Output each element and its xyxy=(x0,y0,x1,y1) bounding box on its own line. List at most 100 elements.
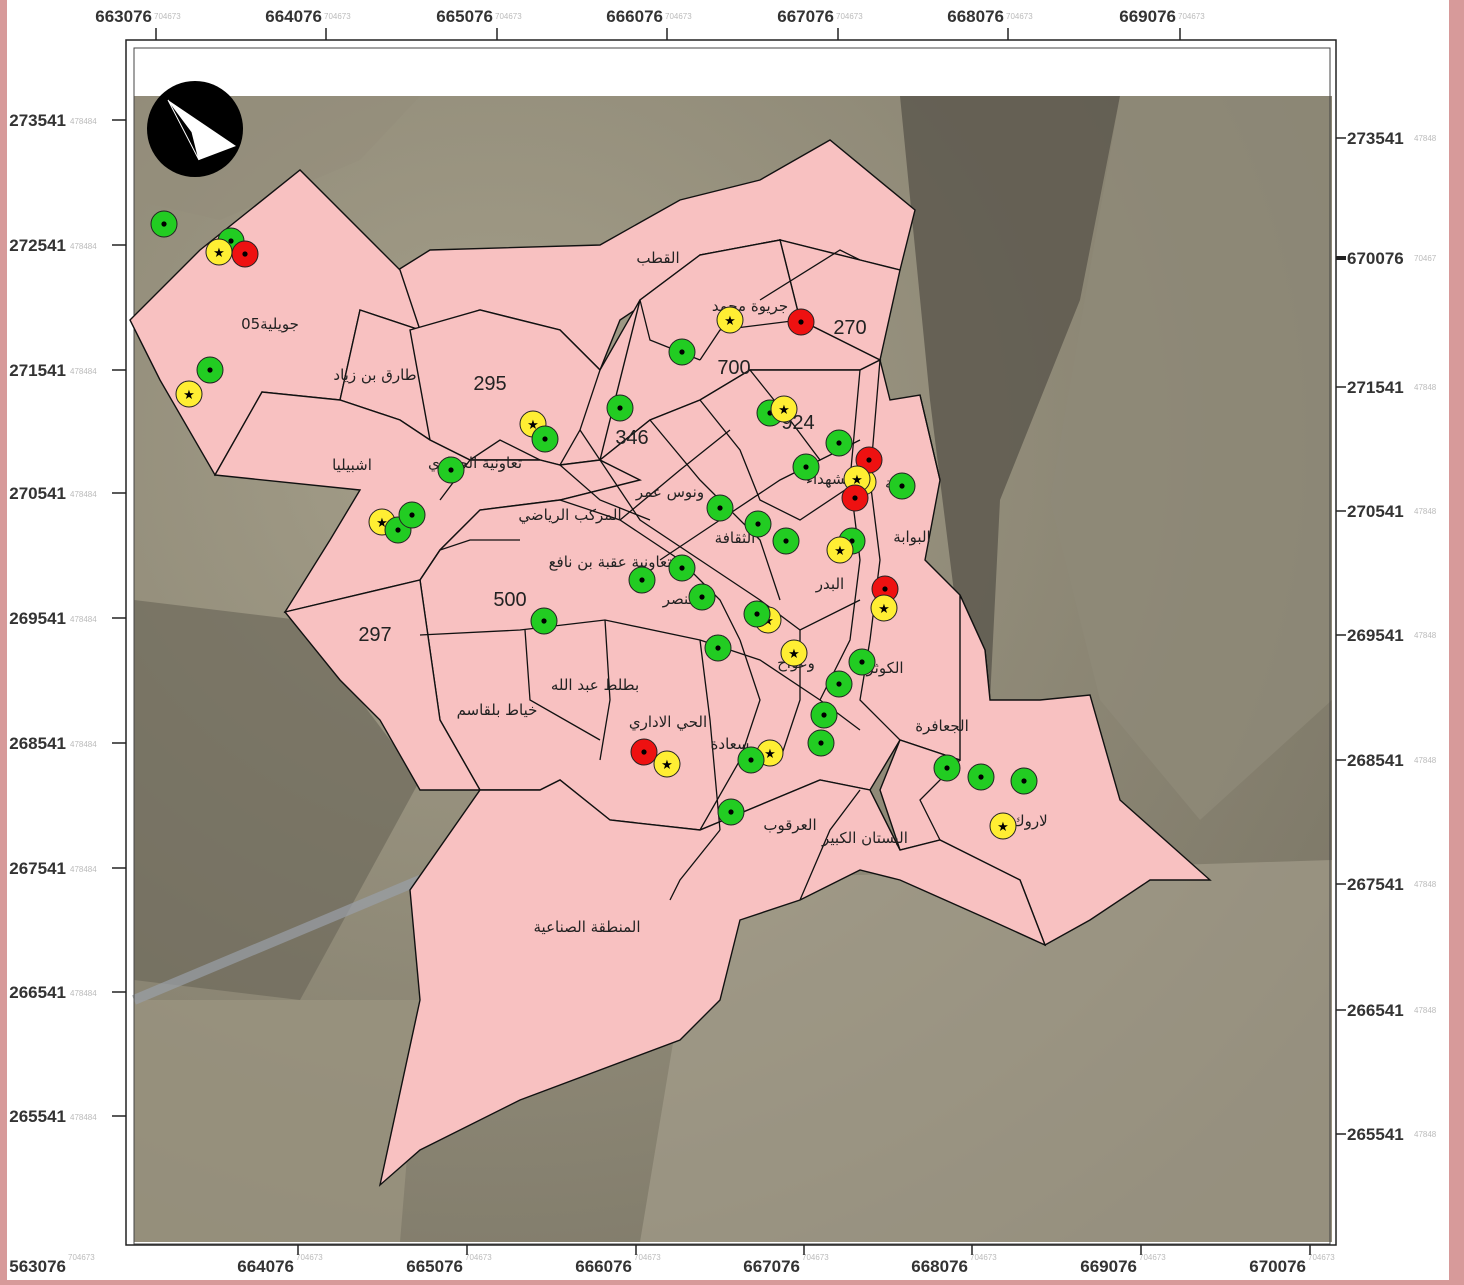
svg-text:★: ★ xyxy=(878,602,890,617)
marker-green[interactable] xyxy=(717,798,745,826)
axis-right-label: 273541 xyxy=(1347,129,1404,148)
marker-green[interactable] xyxy=(825,670,853,698)
zone-label-ounous: ونوس عمر xyxy=(635,483,704,501)
marker-green[interactable] xyxy=(810,701,838,729)
marker-red[interactable] xyxy=(630,738,658,766)
marker-green[interactable] xyxy=(967,763,995,791)
axis-left-label: 268541 xyxy=(9,734,66,753)
marker-green[interactable] xyxy=(792,453,820,481)
axis-right-suffix: 47848 xyxy=(1414,1130,1437,1139)
axis-left-suffix: 478484 xyxy=(70,615,97,624)
zone-label-djaafra: الجعافرة xyxy=(915,717,969,735)
map-sheet: القطب جويلية05 طارق بن زياد 295 346 700 … xyxy=(7,0,1449,1280)
svg-text:★: ★ xyxy=(997,820,1009,835)
marker-green[interactable] xyxy=(530,607,558,635)
marker-yellow[interactable]: ★ xyxy=(716,306,744,334)
axis-bottom-label: 665076 xyxy=(406,1257,463,1276)
axis-left-suffix: 478484 xyxy=(70,242,97,251)
marker-green[interactable] xyxy=(150,210,178,238)
marker-yellow[interactable]: ★ xyxy=(205,238,233,266)
marker-green[interactable] xyxy=(848,648,876,676)
marker-green[interactable] xyxy=(398,501,426,529)
marker-red[interactable] xyxy=(231,240,259,268)
zone-south xyxy=(378,779,1047,1187)
marker-red[interactable] xyxy=(841,484,869,512)
axis-right-label: 670076 xyxy=(1347,249,1404,268)
axis-top-label: 666076 xyxy=(606,7,663,26)
marker-green[interactable] xyxy=(772,527,800,555)
svg-text:★: ★ xyxy=(376,516,388,531)
marker-green[interactable] xyxy=(531,425,559,453)
axis-top-suffix: 704673 xyxy=(836,12,863,21)
axis-left-suffix: 478484 xyxy=(70,367,97,376)
marker-yellow[interactable]: ★ xyxy=(989,812,1017,840)
marker-green[interactable] xyxy=(437,456,465,484)
marker-red[interactable] xyxy=(871,575,899,603)
zone-label-arqoub: العرقوب xyxy=(763,816,816,834)
svg-text:★: ★ xyxy=(661,758,673,773)
zone-label-297: 297 xyxy=(358,624,391,646)
marker-yellow[interactable]: ★ xyxy=(175,380,203,408)
axis-bottom-label: 669076 xyxy=(1080,1257,1137,1276)
axis-top-suffix: 704673 xyxy=(1178,12,1205,21)
axis-bottom-label: 668076 xyxy=(911,1257,968,1276)
marker-green[interactable] xyxy=(688,583,716,611)
axis-right-suffix: 47848 xyxy=(1414,383,1437,392)
axis-top-label: 669076 xyxy=(1119,7,1176,26)
axis-top-label: 667076 xyxy=(777,7,834,26)
axis-left-suffix: 478484 xyxy=(70,1113,97,1122)
zone-label-khiat: خياط بلقاسم xyxy=(457,701,538,719)
marker-green[interactable] xyxy=(668,338,696,366)
axis-bottom-suffix: 704673 xyxy=(1139,1253,1166,1262)
axis-left-suffix: 478484 xyxy=(70,989,97,998)
axis-right-label: 271541 xyxy=(1347,378,1404,397)
axis-top-suffix: 704673 xyxy=(665,12,692,21)
zone-label-aqba: تعاونية عقبة بن نافع xyxy=(549,553,672,571)
marker-yellow[interactable]: ★ xyxy=(780,639,808,667)
marker-green[interactable] xyxy=(743,600,771,628)
marker-green[interactable] xyxy=(1010,767,1038,795)
marker-green[interactable] xyxy=(744,510,772,538)
svg-text:★: ★ xyxy=(788,647,800,662)
marker-green[interactable] xyxy=(668,554,696,582)
marker-green[interactable] xyxy=(706,494,734,522)
axis-left-label: 272541 xyxy=(9,236,66,255)
marker-yellow[interactable]: ★ xyxy=(826,536,854,564)
axis-top-label: 665076 xyxy=(436,7,493,26)
zone-east xyxy=(879,594,1212,947)
axis-bottom-label: 667076 xyxy=(743,1257,800,1276)
marker-green[interactable] xyxy=(825,429,853,457)
marker-red[interactable] xyxy=(787,308,815,336)
axis-top-suffix: 704673 xyxy=(154,12,181,21)
marker-green[interactable] xyxy=(704,634,732,662)
marker-yellow[interactable]: ★ xyxy=(870,594,898,622)
axis-left-suffix: 478484 xyxy=(70,117,97,126)
axis-left-suffix: 478484 xyxy=(70,490,97,499)
marker-green[interactable] xyxy=(737,746,765,774)
svg-text:★: ★ xyxy=(213,246,225,261)
axis-left-label: 273541 xyxy=(9,111,66,130)
marker-green[interactable] xyxy=(606,394,634,422)
map-svg: القطب جويلية05 طارق بن زياد 295 346 700 … xyxy=(9,7,1437,1276)
marker-green[interactable] xyxy=(933,754,961,782)
marker-green[interactable] xyxy=(888,472,916,500)
axis-bottom-label: 563076 xyxy=(9,1257,66,1276)
marker-yellow[interactable]: ★ xyxy=(653,750,681,778)
map-inner-frame xyxy=(133,47,1331,1245)
marker-green[interactable] xyxy=(807,729,835,757)
zone-label-qutb: القطب xyxy=(636,249,679,267)
svg-text:★: ★ xyxy=(724,314,736,329)
axis-bottom-label: 666076 xyxy=(575,1257,632,1276)
zone-label-larouk: لاروك xyxy=(1012,812,1047,830)
zone-label-idari: الحي الاداري xyxy=(629,713,707,732)
map-frame xyxy=(125,39,1337,1246)
marker-green[interactable] xyxy=(196,356,224,384)
svg-text:★: ★ xyxy=(764,747,776,762)
axis-left-label: 271541 xyxy=(9,361,66,380)
marker-yellow[interactable]: ★ xyxy=(770,395,798,423)
axis-right-suffix: 47848 xyxy=(1414,1006,1437,1015)
marker-green[interactable] xyxy=(628,566,656,594)
zone-297 xyxy=(283,579,482,791)
